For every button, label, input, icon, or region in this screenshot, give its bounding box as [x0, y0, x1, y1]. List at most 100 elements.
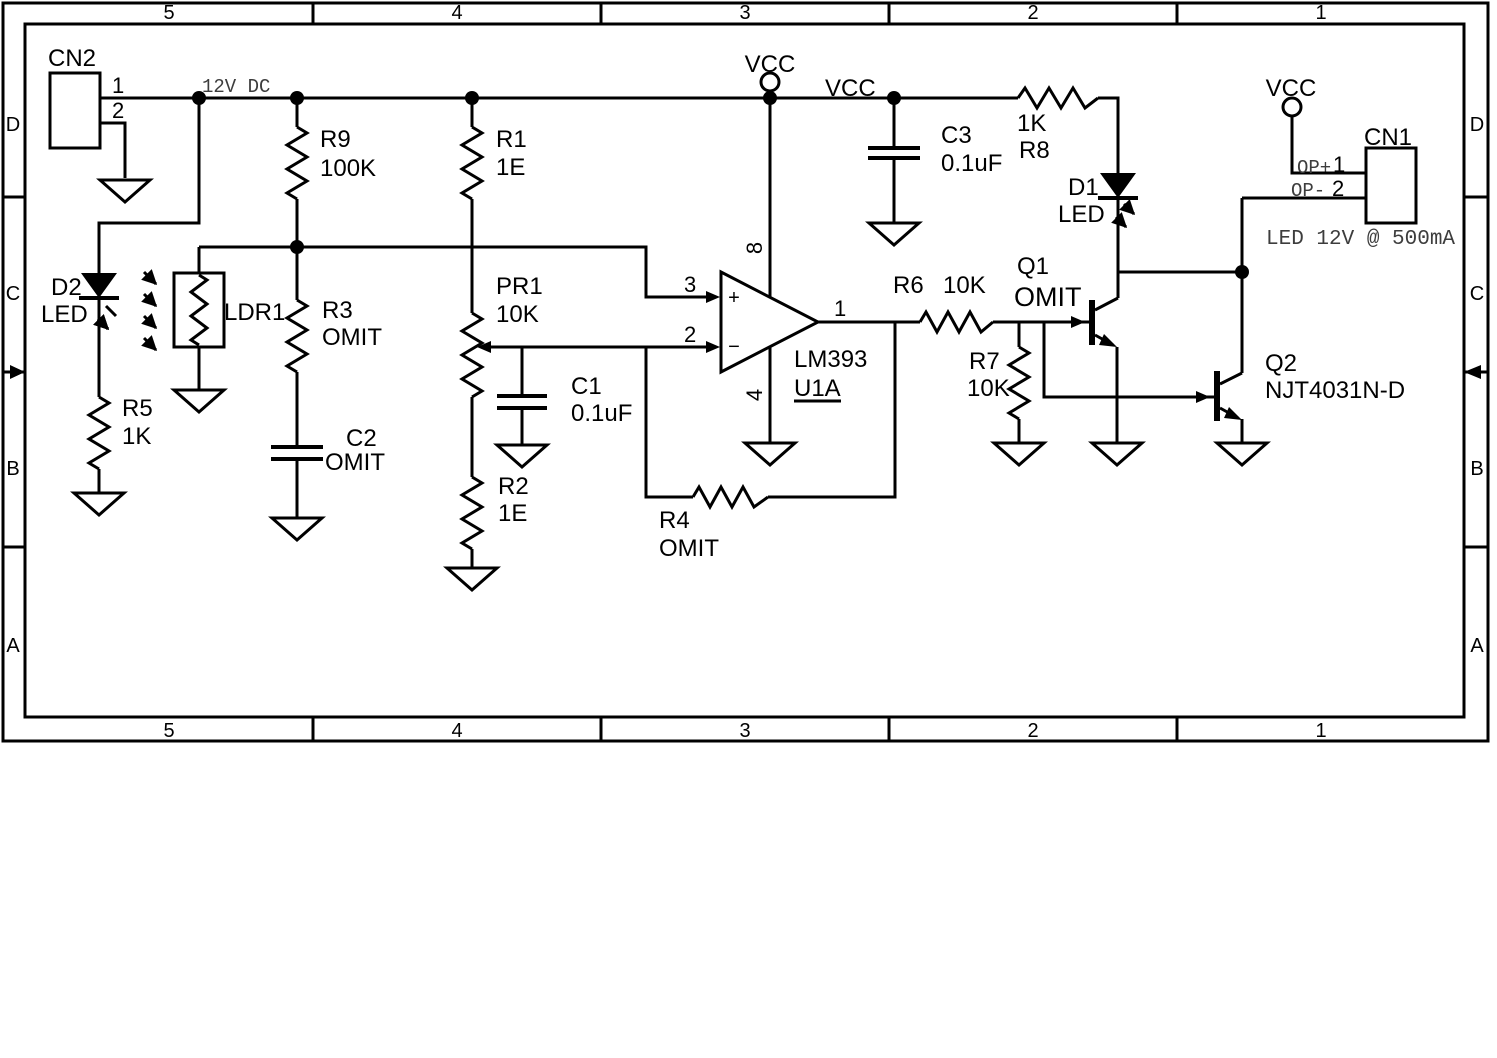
- left-center-marker-icon: [10, 365, 25, 379]
- rail-12v-label: 12V DC: [202, 76, 270, 98]
- r6-symbol: [918, 308, 994, 336]
- row-label-right-b: B: [1470, 458, 1483, 480]
- row-label-left-a: A: [6, 635, 20, 657]
- q2-refdes: Q2: [1265, 350, 1297, 377]
- r5-symbol: [86, 395, 112, 471]
- right-center-marker-icon: [1464, 365, 1481, 379]
- c2-symbol: [271, 445, 323, 461]
- r3-value: OMIT: [322, 324, 382, 351]
- r8-refdes: R8: [1019, 137, 1050, 164]
- r5-value: 1K: [122, 423, 151, 450]
- ldr1-resistor-symbol: [188, 273, 210, 347]
- q1-base-arrow-icon: [1071, 316, 1085, 328]
- opamp-pin2-number: 2: [684, 322, 696, 347]
- col-label-bot-3: 3: [739, 720, 750, 742]
- pr1-refdes: PR1: [496, 273, 543, 300]
- r9-symbol: [284, 125, 310, 201]
- c3-value: 0.1uF: [941, 150, 1002, 177]
- r4-symbol: [691, 483, 769, 511]
- col-label-bot-1: 1: [1315, 720, 1326, 742]
- c1-value: 0.1uF: [571, 400, 632, 427]
- q2-emitter-arrow-icon: [1224, 407, 1242, 420]
- cn2-pin2-number: 2: [112, 98, 124, 123]
- col-label-top-4: 4: [451, 2, 462, 24]
- q1-value: OMIT: [1014, 282, 1082, 312]
- q1-emitter-arrow-icon: [1099, 334, 1117, 347]
- opamp-pin3-number: 3: [684, 272, 696, 297]
- diode-d1: [1098, 173, 1138, 229]
- vcc-label-ic: VCC: [825, 75, 876, 102]
- r3-symbol: [284, 298, 310, 374]
- r7-value: 10K: [967, 375, 1010, 402]
- opamp-inv-arrow-icon: [706, 341, 720, 353]
- vcc-label-main: VCC: [745, 51, 796, 78]
- r4-value: OMIT: [659, 535, 719, 562]
- r3-refdes: R3: [322, 297, 353, 324]
- diode-d2: [79, 273, 119, 329]
- col-label-bot-5: 5: [163, 720, 174, 742]
- r1-refdes: R1: [496, 126, 527, 153]
- pr1-value: 10K: [496, 301, 539, 328]
- pr1-symbol: [459, 311, 485, 399]
- r9-value: 100K: [320, 155, 376, 182]
- r7-symbol: [1006, 345, 1032, 421]
- d2-value: LED: [41, 301, 88, 328]
- r1-value: 1E: [496, 154, 525, 181]
- cn1-refdes: CN1: [1364, 124, 1412, 151]
- transistor-q1: [1071, 296, 1119, 347]
- d2-refdes: D2: [51, 274, 82, 301]
- c3-refdes: C3: [941, 122, 972, 149]
- component-labels: R9 100K R1 1E D2 LED LDR1 R3 OMIT R5 1K …: [41, 110, 1405, 562]
- cn2-pin1-number: 1: [112, 73, 124, 98]
- r4-refdes: R4: [659, 507, 690, 534]
- cn1-pin2-number: 2: [1332, 176, 1344, 201]
- cn1-body: [1364, 146, 1418, 225]
- r9-refdes: R9: [320, 126, 351, 153]
- connector-cn1: CN1 OP+ 1 OP- 2 LED 12V @ 500mA: [1266, 124, 1455, 251]
- r2-symbol: [459, 475, 485, 551]
- q2-base-arrow-icon: [1196, 391, 1210, 403]
- row-label-left-d: D: [6, 114, 20, 136]
- cn1-pin1-name: OP+: [1297, 157, 1331, 179]
- c3-symbol: [868, 146, 920, 160]
- ground-symbols: [70, 178, 1271, 592]
- row-label-right-a: A: [1470, 635, 1484, 657]
- r2-value: 1E: [498, 500, 527, 527]
- ldr1-refdes: LDR1: [224, 299, 285, 326]
- c2-refdes: C2: [346, 425, 377, 452]
- wires: [97, 91, 1366, 568]
- opamp-part-number: LM393: [794, 346, 867, 373]
- opamp-pin8-number: 8: [742, 242, 767, 254]
- cn2-body: [48, 71, 102, 150]
- sheet-border: 5 4 3 2 1 5 4 3 2 1 D C B A D C B A: [1, 1, 1490, 743]
- capacitor-symbols: [271, 146, 920, 461]
- opamp-pin1-number: 1: [834, 296, 846, 321]
- ldr1-light-arrows-icon: [141, 269, 158, 352]
- power-symbols: VCC VCC VCC: [745, 51, 1316, 118]
- opamp-noninv-arrow-icon: [706, 291, 720, 303]
- ldr-ldr1: [141, 269, 226, 352]
- r1-symbol: [459, 125, 485, 201]
- connector-cn2: CN2 1 2 12V DC: [48, 45, 270, 150]
- r8-value: 1K: [1017, 110, 1046, 137]
- opamp-minus-sign: −: [728, 336, 740, 358]
- junction-dots: [192, 91, 1249, 279]
- r7-refdes: R7: [969, 348, 1000, 375]
- d1-value: LED: [1058, 201, 1105, 228]
- r6-refdes: R6: [893, 272, 924, 299]
- vcc-out-terminal-icon: [1281, 96, 1303, 118]
- r2-refdes: R2: [498, 473, 529, 500]
- cn2-refdes: CN2: [48, 45, 96, 72]
- d1-light-arrows-icon: [1111, 199, 1136, 229]
- cn1-pin1-number: 1: [1333, 152, 1345, 177]
- vcc-terminal-icon: [759, 71, 781, 93]
- c1-symbol: [497, 394, 547, 410]
- cn1-load-note: LED 12V @ 500mA: [1266, 228, 1455, 251]
- c2-value: OMIT: [325, 449, 385, 476]
- q2-value: NJT4031N-D: [1265, 377, 1405, 404]
- opamp-plus-sign: +: [728, 287, 740, 309]
- d2-led-icon: [81, 273, 117, 298]
- col-label-bot-4: 4: [451, 720, 462, 742]
- col-label-top-2: 2: [1027, 2, 1038, 24]
